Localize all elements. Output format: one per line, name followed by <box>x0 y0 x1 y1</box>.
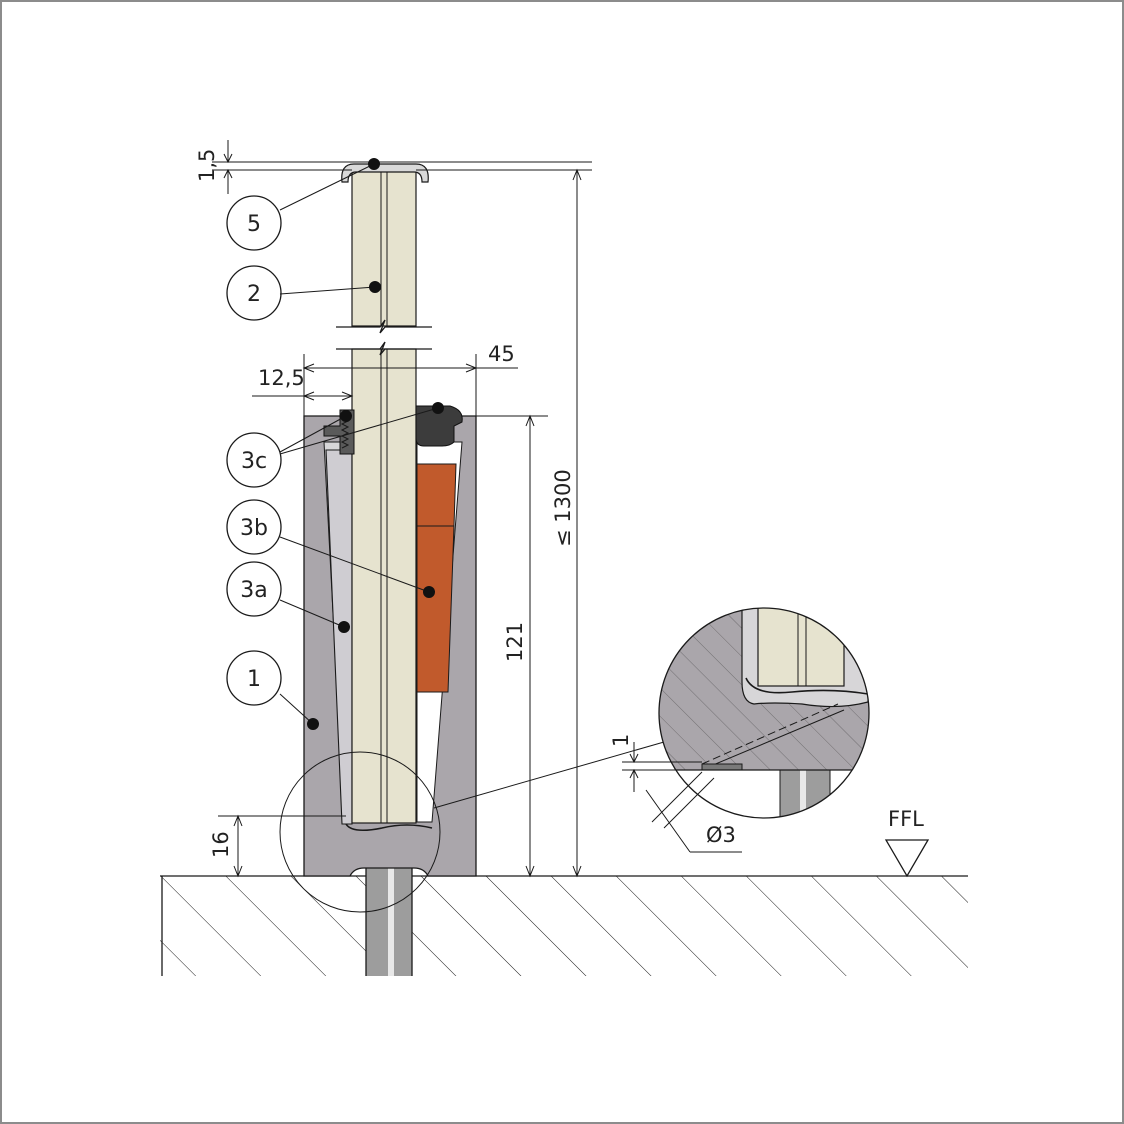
callout-1-label: 1 <box>247 667 261 692</box>
callout-3b-label: 3b <box>240 516 268 541</box>
callout-5-label: 5 <box>247 212 261 237</box>
callout-1: 1 <box>226 650 282 706</box>
detail-marker <box>279 751 441 913</box>
edge-cap <box>341 163 429 183</box>
dim-side-offset: 12,5 <box>258 366 305 390</box>
clamp-wedges <box>416 463 457 693</box>
glass-panel <box>336 169 433 832</box>
dim-detail-gap: 1 <box>609 734 633 747</box>
dim-total-height: ≤ 1300 <box>551 469 575 547</box>
dim-cap-thickness: 1,5 <box>195 149 219 182</box>
floor-level-label: FFL <box>888 807 924 831</box>
callout-3c-label: 3c <box>241 449 267 474</box>
callout-5: 5 <box>226 195 282 251</box>
detail-view <box>658 607 870 819</box>
callout-3a-label: 3a <box>240 578 267 603</box>
floor-level-marker: FFL <box>884 807 930 878</box>
leader-dots <box>307 158 444 730</box>
dim-base-height: 16 <box>209 831 233 858</box>
gaskets <box>323 405 463 455</box>
callout-2-label: 2 <box>247 282 261 307</box>
dim-embed-depth: 121 <box>503 622 527 662</box>
leader-lines <box>279 163 439 725</box>
callout-2: 2 <box>226 265 282 321</box>
anchor-rod <box>365 868 413 976</box>
dim-detail-hole: Ø3 <box>706 823 736 847</box>
callout-3a: 3a <box>226 561 282 617</box>
callout-3b: 3b <box>226 499 282 555</box>
detail-dimensions <box>622 742 742 853</box>
main-dimensions <box>212 140 592 878</box>
dim-profile-width: 45 <box>488 342 515 366</box>
callout-3c: 3c <box>226 432 282 488</box>
floor-slab <box>160 875 968 976</box>
